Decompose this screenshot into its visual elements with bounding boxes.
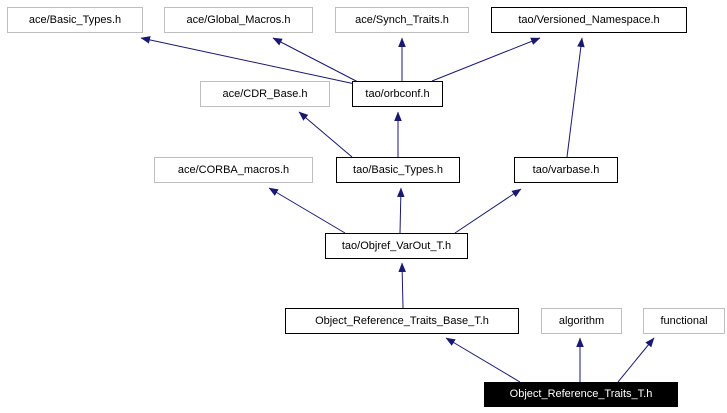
edge-traits-base-to-objref-varout bbox=[398, 262, 406, 309]
edge-orbconf-to-ace-global-macros bbox=[272, 37, 359, 83]
edge-orbconf-to-ace-basic-types bbox=[140, 36, 356, 85]
edge-traits-to-functional bbox=[617, 337, 655, 383]
node-tao-versioned-namespace-h[interactable]: tao/Versioned_Namespace.h bbox=[491, 7, 687, 33]
node-object-reference-traits-t-h-current: Object_Reference_Traits_T.h bbox=[484, 382, 678, 407]
node-ace-global-macros-h: ace/Global_Macros.h bbox=[164, 7, 313, 33]
edge-objref-varout-to-corba-macros bbox=[268, 187, 346, 234]
node-object-reference-traits-base-t-h[interactable]: Object_Reference_Traits_Base_T.h bbox=[285, 308, 519, 334]
node-ace-corba-macros-h: ace/CORBA_macros.h bbox=[154, 157, 313, 183]
edge-varbase-to-versioned-ns bbox=[566, 37, 585, 158]
node-tao-basic-types-h[interactable]: tao/Basic_Types.h bbox=[336, 157, 460, 183]
node-tao-orbconf-h[interactable]: tao/orbconf.h bbox=[352, 81, 443, 107]
node-ace-cdr-base-h: ace/CDR_Base.h bbox=[200, 81, 330, 107]
node-tao-varbase-h[interactable]: tao/varbase.h bbox=[514, 157, 618, 183]
edge-basic-types-to-cdr-base bbox=[298, 111, 353, 158]
node-tao-objref-varout-t-h[interactable]: tao/Objref_VarOut_T.h bbox=[325, 233, 468, 259]
node-ace-basic-types-h: ace/Basic_Types.h bbox=[7, 7, 143, 33]
edge-objref-varout-to-varbase bbox=[454, 188, 522, 234]
node-algorithm: algorithm bbox=[541, 308, 622, 334]
node-functional: functional bbox=[643, 308, 725, 334]
edge-objref-varout-to-basic-types bbox=[397, 187, 405, 234]
edge-traits-to-traits-base bbox=[445, 337, 521, 383]
edge-orbconf-to-versioned-ns bbox=[431, 37, 541, 82]
node-ace-synch-traits-h: ace/Synch_Traits.h bbox=[335, 7, 469, 33]
